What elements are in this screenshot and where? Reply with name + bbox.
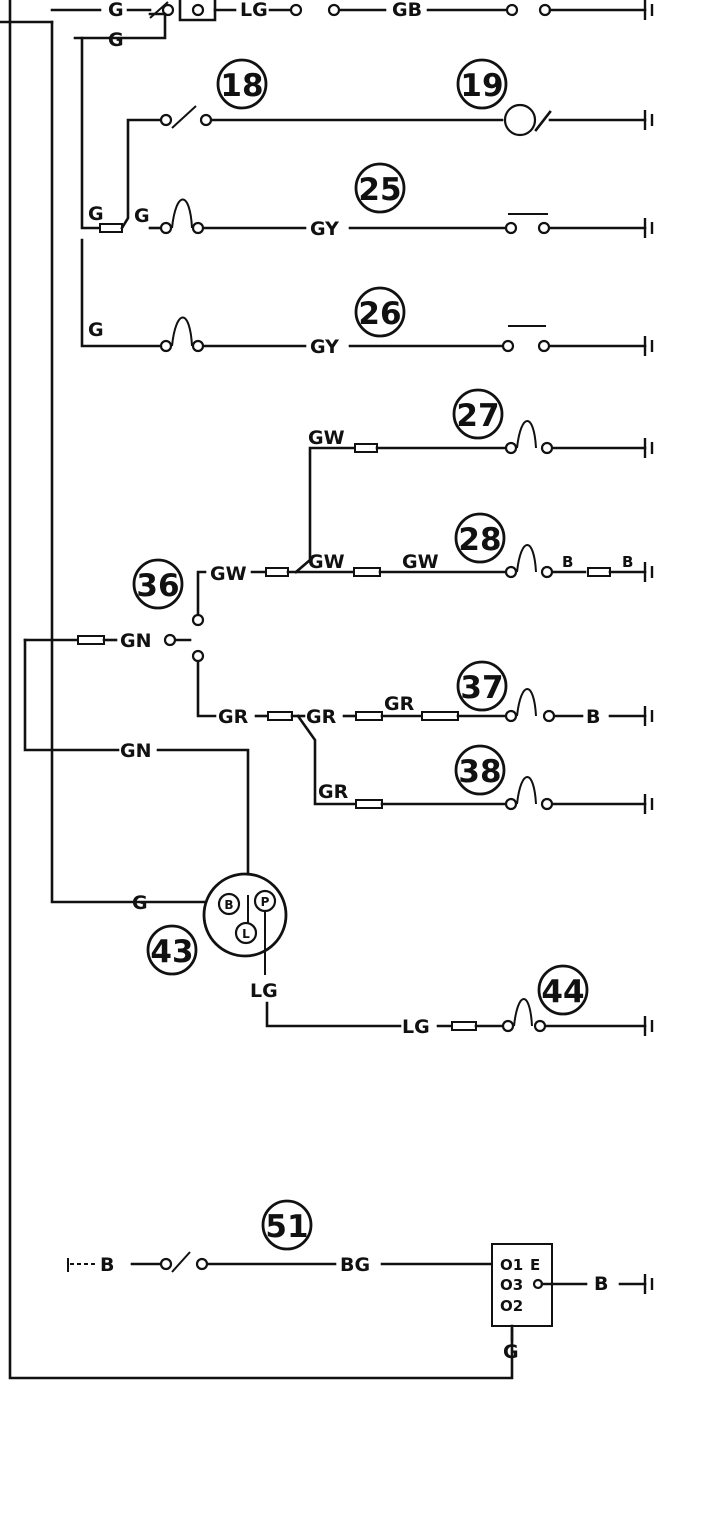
wire-label-lg-44: LG: [402, 1016, 430, 1038]
wire-label-gw-28b: GW: [402, 551, 439, 573]
wire-label-g-43: G: [132, 892, 148, 914]
component-26-label: 26: [358, 296, 401, 332]
component-27-ring: [452, 388, 504, 440]
gn-wiring: GN GN: [23, 630, 250, 897]
component-19-ring: [456, 58, 508, 110]
relay-pin-1: O1: [500, 1256, 523, 1274]
circuit-18-19: 18 19: [120, 58, 654, 230]
pin-p-label: P: [261, 895, 270, 909]
component-44-label: 44: [541, 974, 584, 1010]
wire-label-b-28b: B: [622, 553, 633, 571]
wire-label-gw-27: GW: [308, 427, 345, 449]
component-51-ring: [261, 1199, 313, 1251]
pin-l-label: L: [242, 927, 250, 941]
top-row-circuit: G G LG GB: [50, 0, 654, 51]
component-36-label: 36: [136, 568, 179, 604]
component-18-ring: [216, 58, 268, 110]
wire-label-gr-37b: GR: [384, 693, 415, 715]
wire-label-g-25b: G: [134, 205, 150, 227]
relay-pin-e: E: [530, 1256, 540, 1274]
wire-label-gy-25: GY: [310, 218, 339, 240]
wire-label-g-top: G: [108, 0, 124, 21]
component-38-label: 38: [458, 754, 501, 790]
wire-label-b-28a: B: [562, 553, 573, 571]
pin-l: [234, 921, 258, 945]
wire-label-g-top-2: G: [108, 29, 124, 51]
circuit-26: G GY 26: [88, 286, 654, 358]
wire-label-g-26: G: [88, 319, 104, 341]
component-43-unit: G B P L 43 LG: [132, 872, 402, 1028]
wire-label-lg-43: LG: [250, 980, 278, 1002]
component-27-label: 27: [456, 398, 499, 434]
component-51-label: 51: [265, 1209, 308, 1245]
wire-label-lg-top: LG: [240, 0, 268, 21]
wire-label-gr-37a: GR: [306, 706, 337, 728]
component-25-ring: [354, 162, 406, 214]
component-26-ring: [354, 286, 406, 338]
circuit-44: LG 44: [402, 964, 654, 1038]
component-28-ring: [454, 512, 506, 564]
g-bus: [80, 36, 162, 348]
wire-label-gr-38: GR: [318, 781, 349, 803]
component-28-label: 28: [458, 522, 501, 558]
wire-label-gn-top: GN: [120, 630, 152, 652]
wire-label-g-25a: G: [88, 203, 104, 225]
switch-36: 36: [132, 558, 217, 718]
component-37-label: 37: [460, 670, 503, 706]
wire-label-b-51-out: B: [594, 1273, 608, 1295]
component-18-label: 18: [220, 68, 263, 104]
pin-b: [217, 892, 241, 916]
relay-pin-2: O2: [500, 1297, 523, 1315]
relay-pin-3: O3: [500, 1276, 523, 1294]
wire-label-gn-bottom: GN: [120, 740, 152, 762]
component-25-label: 25: [358, 172, 401, 208]
wire-label-g-51: G: [503, 1341, 519, 1363]
circuit-38: GR 38: [296, 714, 654, 814]
circuit-27: GW 27: [294, 388, 654, 574]
circuit-25: G G GY 25: [88, 162, 654, 240]
wire-label-bg-51: BG: [340, 1254, 370, 1276]
component-44-ring: [537, 964, 589, 1016]
component-36-ring: [132, 558, 184, 610]
wire-label-gy-26: GY: [310, 336, 339, 358]
wire-label-gr-36: GR: [218, 706, 249, 728]
component-43-ring: [146, 924, 198, 976]
wire-label-gw-28a: GW: [308, 551, 345, 573]
circuit-51: B 51 BG O1 E O3 O2 B G: [67, 1199, 654, 1363]
wire-label-gb-top: GB: [392, 0, 422, 21]
component-19-label: 19: [460, 68, 503, 104]
circuit-37: GR GR GR 37 B: [218, 660, 654, 728]
left-feed-wires: [0, 0, 514, 1380]
wire-label-gw-36: GW: [210, 563, 247, 585]
component-37-ring: [456, 660, 508, 712]
component-43-label: 43: [150, 934, 193, 970]
circuit-28: GW GW GW 28 B B: [210, 512, 654, 585]
wire-label-b-37: B: [586, 706, 600, 728]
component-38-ring: [454, 744, 506, 796]
lamp-19: [503, 103, 537, 137]
pin-b-label: B: [224, 898, 233, 912]
wire-label-b-51: B: [100, 1254, 114, 1276]
